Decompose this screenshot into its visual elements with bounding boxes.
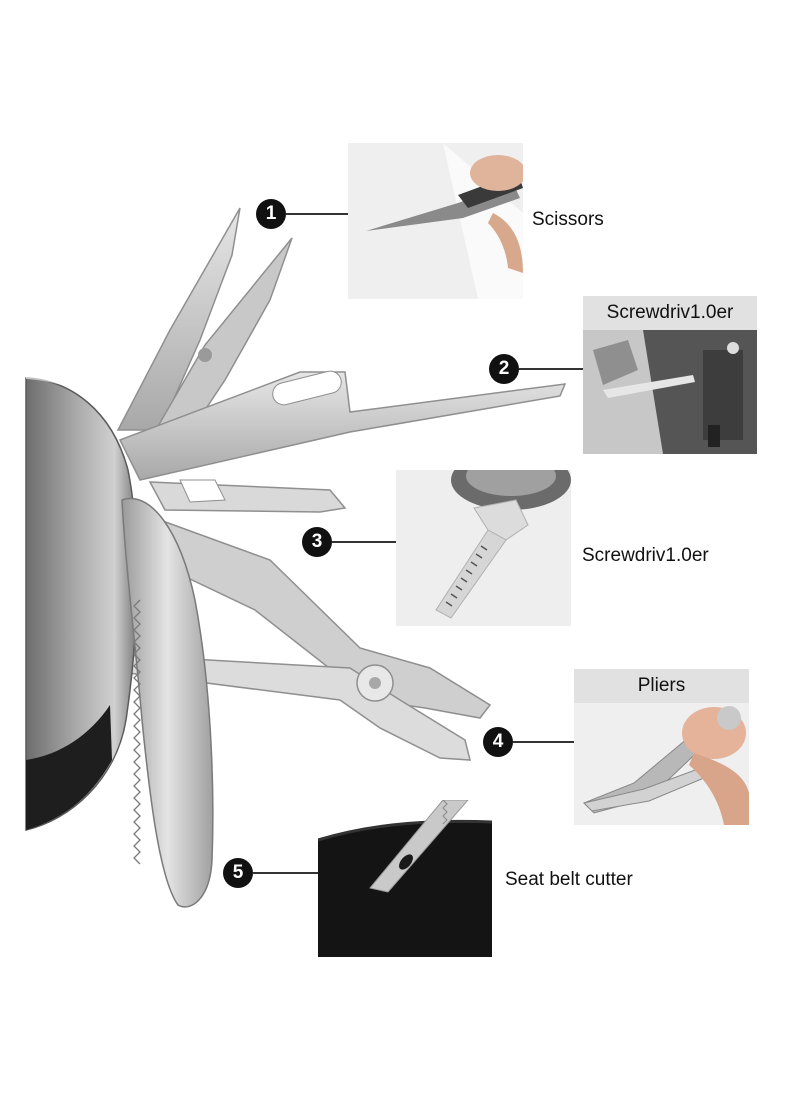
marker-5-number: 5 <box>232 862 244 883</box>
handle-body <box>25 377 138 831</box>
marker-1: 1 <box>256 199 286 229</box>
leader-line-2 <box>519 368 583 370</box>
label-bar-screwdriver: Screwdriv1.0er <box>583 296 757 330</box>
label-screwdriver-2: Screwdriv1.0er <box>582 545 709 566</box>
marker-3: 3 <box>302 527 332 557</box>
screwdriver-photo-1 <box>583 330 757 454</box>
screwdriver-photo-2 <box>396 470 571 626</box>
pliers-tool <box>119 519 492 761</box>
marker-3-number: 3 <box>311 531 323 552</box>
marker-2: 2 <box>489 354 519 384</box>
leader-line-5 <box>253 872 318 874</box>
seat-belt-cutter-blade <box>121 497 214 908</box>
label-scissors: Scissors <box>532 209 604 230</box>
label-bar-pliers: Pliers <box>574 669 749 703</box>
pliers-photo <box>574 703 749 825</box>
scissors-photo <box>348 143 523 299</box>
file-blade-tool <box>118 370 567 481</box>
leader-line-3 <box>332 541 396 543</box>
marker-2-number: 2 <box>498 358 510 379</box>
scissors-tool <box>116 207 293 441</box>
seat-belt-cutter-photo <box>318 800 492 957</box>
marker-5: 5 <box>223 858 253 888</box>
marker-1-number: 1 <box>265 203 277 224</box>
label-seat-belt-cutter: Seat belt cutter <box>505 869 633 890</box>
leader-line-4 <box>513 741 574 743</box>
flat-screwdriver-tool <box>148 479 347 513</box>
marker-4: 4 <box>483 727 513 757</box>
leader-line-1 <box>286 213 348 215</box>
marker-4-number: 4 <box>492 731 504 752</box>
